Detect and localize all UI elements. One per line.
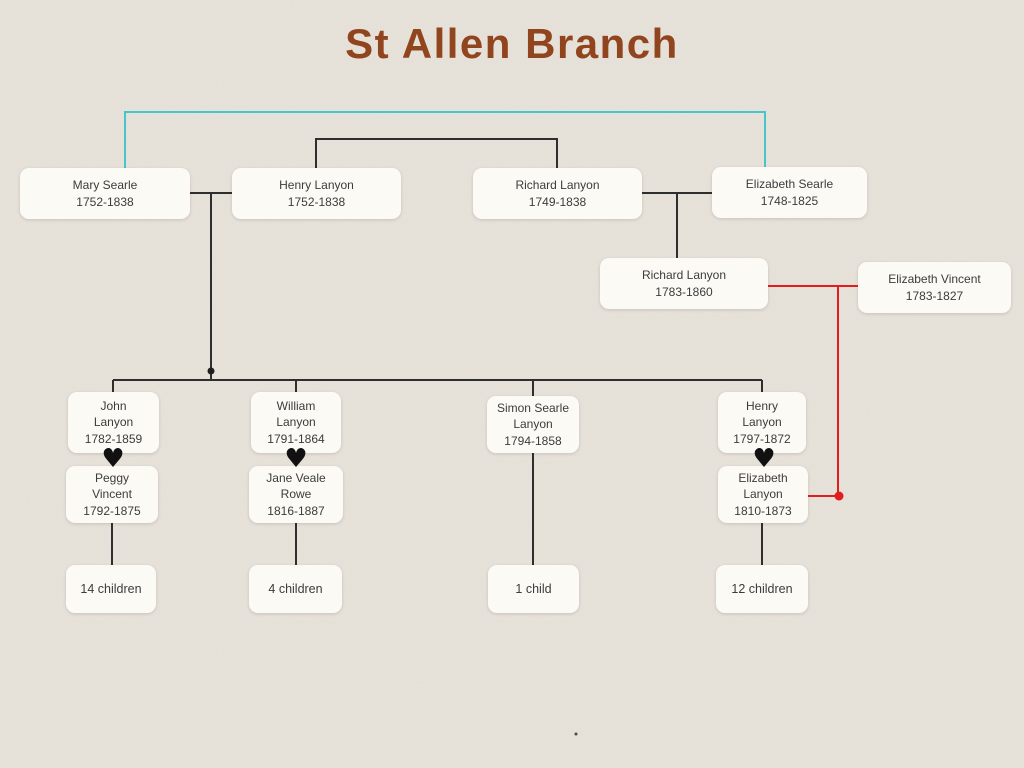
person-card-mary-searle[interactable]: Mary Searle 1752-1838	[20, 168, 190, 219]
person-years: 1749-1838	[528, 194, 587, 209]
person-name: Richard Lanyon	[641, 268, 727, 283]
heart-icon: ♥	[284, 444, 308, 474]
person-card-elizabeth-lanyon[interactable]: Elizabeth Lanyon 1810-1873	[718, 466, 808, 523]
person-years: 1792-1875	[83, 503, 141, 518]
person-name-line: William	[276, 399, 316, 414]
person-years: 1816-1887	[267, 503, 325, 518]
person-name: Elizabeth Vincent	[888, 272, 981, 287]
person-card-richard-lanyon-jr[interactable]: Richard Lanyon 1783-1860	[600, 258, 768, 309]
person-card-william-lanyon[interactable]: William Lanyon 1791-1864	[251, 392, 341, 453]
person-years: 1797-1872	[733, 431, 791, 446]
descendant-count-label: 1 child	[515, 581, 552, 596]
person-card-simon-searle-lanyon[interactable]: Simon Searle Lanyon 1794-1858	[487, 396, 579, 453]
person-name-line: John	[100, 399, 127, 414]
person-name: Elizabeth Searle	[745, 177, 834, 192]
person-name-line: Lanyon	[93, 415, 134, 430]
person-card-richard-lanyon-sr[interactable]: Richard Lanyon 1749-1838	[473, 168, 642, 219]
person-card-elizabeth-vincent[interactable]: Elizabeth Vincent 1783-1827	[858, 262, 1011, 313]
person-name-line: Jane Veale	[266, 471, 326, 486]
descendant-count-henry[interactable]: 12 children	[716, 565, 808, 613]
person-years: 1791-1864	[267, 431, 325, 446]
person-years: 1748-1825	[760, 193, 819, 208]
ancestor-bracket-teal	[124, 111, 766, 168]
person-years: 1810-1873	[734, 503, 792, 518]
person-card-peggy-vincent[interactable]: Peggy Vincent 1792-1875	[66, 466, 158, 523]
person-years: 1752-1838	[76, 194, 134, 209]
person-card-henry-lanyon-sr[interactable]: Henry Lanyon 1752-1838	[232, 168, 401, 219]
person-name: Richard Lanyon	[515, 178, 600, 193]
descendant-count-william[interactable]: 4 children	[249, 565, 342, 613]
diagram-title: St Allen Branch	[345, 20, 679, 67]
person-name-line: Elizabeth	[738, 471, 788, 486]
person-name: Henry Lanyon	[279, 178, 354, 193]
person-name: Mary Searle	[72, 178, 138, 193]
person-card-henry-lanyon-jr[interactable]: Henry Lanyon 1797-1872	[718, 392, 806, 453]
person-card-elizabeth-searle[interactable]: Elizabeth Searle 1748-1825	[712, 167, 867, 218]
sibling-bracket-henry-richard	[315, 138, 558, 168]
descent-node-dot	[207, 367, 215, 375]
descendant-count-simon[interactable]: 1 child	[488, 565, 579, 613]
person-years: 1783-1827	[905, 288, 964, 303]
person-name-line: Simon Searle	[496, 401, 570, 416]
person-years: 1794-1858	[504, 433, 562, 448]
red-node-dot	[834, 491, 844, 501]
person-name-line: Rowe	[280, 487, 312, 502]
person-years: 1782-1859	[84, 431, 143, 446]
descendant-count-john[interactable]: 14 children	[66, 565, 156, 613]
speck	[574, 732, 578, 736]
descendant-count-label: 14 children	[80, 581, 142, 596]
person-name-line: Lanyon	[742, 415, 782, 430]
person-name-line: Lanyon	[513, 417, 553, 432]
descendant-count-label: 4 children	[268, 581, 323, 596]
person-card-jane-veale-rowe[interactable]: Jane Veale Rowe 1816-1887	[249, 466, 343, 523]
heart-icon: ♥	[752, 444, 776, 474]
person-name-line: Peggy	[94, 471, 130, 486]
person-years: 1752-1838	[287, 194, 346, 209]
person-name-line: Vincent	[92, 487, 132, 502]
descendant-count-label: 12 children	[731, 581, 793, 596]
person-name-line: Lanyon	[743, 487, 783, 502]
heart-icon: ♥	[101, 444, 125, 474]
person-name-line: Henry	[745, 399, 778, 414]
person-years: 1783-1860	[655, 284, 713, 299]
person-card-john-lanyon[interactable]: John Lanyon 1782-1859	[68, 392, 159, 453]
person-name-line: Lanyon	[276, 415, 316, 430]
